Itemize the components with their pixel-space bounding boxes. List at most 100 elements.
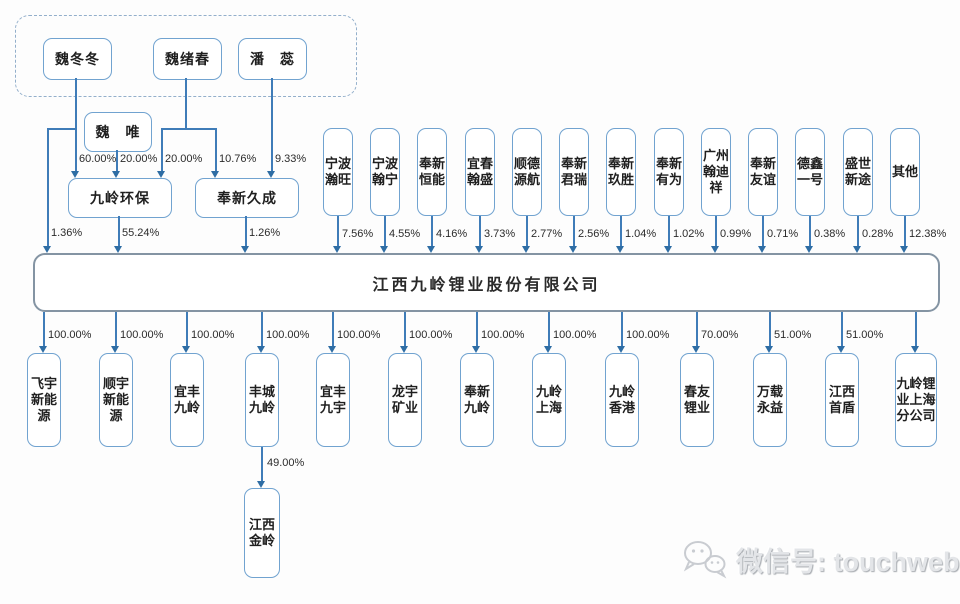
founder-name: 潘 蕊 <box>250 51 295 67</box>
arrowhead-icon <box>900 246 908 253</box>
arrowhead-icon <box>616 246 624 253</box>
watermark: 微信号: touchweb <box>680 538 960 580</box>
arrowhead-icon <box>711 246 719 253</box>
holding-company-box: 奉新久成 <box>195 178 299 218</box>
connector-line <box>548 312 550 346</box>
shareholder-name: 顺德源航 <box>513 156 540 187</box>
arrowhead-icon <box>182 346 190 353</box>
arrowhead-icon <box>114 246 122 253</box>
subsidiary-box: 九岭锂业上海分公司 <box>895 353 937 447</box>
subsidiary-name: 顺宇新能源 <box>102 376 129 423</box>
subsidiary-box: 春友锂业 <box>680 353 714 447</box>
subsidiary-name: 九岭上海 <box>535 384 562 415</box>
arrowhead-icon <box>39 346 47 353</box>
ownership-percent: 100.00% <box>626 329 670 341</box>
connector-line <box>384 216 386 246</box>
connector-line <box>526 216 528 246</box>
connector-line <box>162 128 216 130</box>
shareholder-box: 顺德源航 <box>512 128 542 216</box>
connector-line <box>43 312 45 346</box>
subsidiary-box: 飞宇新能源 <box>27 353 61 447</box>
holding-company-box: 九岭环保 <box>68 178 172 218</box>
shareholder-name: 宁波瀚旺 <box>324 156 351 187</box>
founder-box: 魏绪春 <box>153 38 222 80</box>
connector-line <box>261 312 263 346</box>
subsidiary-name: 飞宇新能源 <box>30 376 57 423</box>
subsidiary-name: 宜丰九宇 <box>319 384 346 415</box>
shareholder-box: 奉新君瑞 <box>559 128 589 216</box>
connector-line <box>904 216 906 246</box>
connector-line <box>769 312 771 346</box>
connector-line <box>332 312 334 346</box>
holding-company-name: 九岭环保 <box>90 190 150 206</box>
ownership-percent: 51.00% <box>846 329 884 341</box>
arrowhead-icon <box>257 481 265 488</box>
shareholder-name: 德鑫一号 <box>796 156 823 187</box>
connector-line <box>116 150 118 171</box>
subsidiary-name: 宜丰九岭 <box>173 384 200 415</box>
connector-line <box>915 312 917 346</box>
connector-line <box>573 216 575 246</box>
subsidiary-name: 龙宇矿业 <box>391 384 418 415</box>
arrowhead-icon <box>241 246 249 253</box>
arrowhead-icon <box>837 346 845 353</box>
arrowhead-icon <box>257 346 265 353</box>
ownership-percent: 12.38% <box>909 228 947 240</box>
connector-line <box>186 312 188 346</box>
arrowhead-icon <box>544 346 552 353</box>
shareholder-box: 宜春翰盛 <box>465 128 495 216</box>
watermark-text: 微信号: touchweb <box>736 546 960 577</box>
connector-line <box>404 312 406 346</box>
connector-line <box>47 128 49 246</box>
holding-company-name: 奉新久成 <box>217 190 277 206</box>
ownership-percent: 100.00% <box>48 329 92 341</box>
arrowhead-icon <box>664 246 672 253</box>
arrowhead-icon <box>758 246 766 253</box>
shareholder-box: 盛世新途 <box>843 128 873 216</box>
ownership-percent: 51.00% <box>774 329 812 341</box>
subsidiary-name: 万载永益 <box>756 384 783 415</box>
ownership-percent: 20.00% <box>165 153 203 165</box>
arrowhead-icon <box>692 346 700 353</box>
connector-line <box>431 216 433 246</box>
connector-line <box>715 216 717 246</box>
ownership-percent: 49.00% <box>267 457 305 469</box>
grandchild-company-box: 江西金岭 <box>244 488 280 578</box>
shareholder-box: 奉新有为 <box>654 128 684 216</box>
subsidiary-box: 奉新九岭 <box>460 353 494 447</box>
ownership-percent: 100.00% <box>481 329 525 341</box>
ownership-percent: 60.00% <box>79 153 117 165</box>
shareholder-name: 奉新恒能 <box>418 156 445 187</box>
ownership-percent: 100.00% <box>553 329 597 341</box>
ownership-percent: 4.16% <box>436 228 468 240</box>
subsidiary-box: 万载永益 <box>753 353 787 447</box>
ownership-percent: 0.38% <box>814 228 846 240</box>
connector-line <box>48 128 76 130</box>
founder-box: 潘 蕊 <box>238 38 307 80</box>
parent-company-box: 江西九岭锂业股份有限公司 <box>33 253 940 312</box>
ownership-percent: 0.71% <box>767 228 799 240</box>
shareholder-box: 广州翰迪祥 <box>701 128 731 216</box>
subsidiary-box: 顺宇新能源 <box>99 353 133 447</box>
founder-box: 魏冬冬 <box>43 38 112 80</box>
connector-line <box>161 128 163 171</box>
shareholder-box: 奉新玖胜 <box>606 128 636 216</box>
ownership-percent: 0.99% <box>720 228 752 240</box>
ownership-percent: 3.73% <box>484 228 516 240</box>
shareholder-name: 宜春翰盛 <box>466 156 493 187</box>
ownership-percent: 2.77% <box>531 228 563 240</box>
arrowhead-icon <box>569 246 577 253</box>
shareholder-name: 广州翰迪祥 <box>702 148 729 195</box>
arrowhead-icon <box>43 246 51 253</box>
connector-line <box>245 216 247 246</box>
subsidiary-name: 江西首盾 <box>828 384 855 415</box>
parent-company-name: 江西九岭锂业股份有限公司 <box>372 276 601 294</box>
shareholder-name: 盛世新途 <box>844 156 871 187</box>
connector-line <box>115 312 117 346</box>
subsidiary-box: 龙宇矿业 <box>388 353 422 447</box>
arrowhead-icon <box>617 346 625 353</box>
ownership-percent: 4.55% <box>389 228 421 240</box>
shareholder-box: 奉新恒能 <box>417 128 447 216</box>
ownership-percent: 100.00% <box>120 329 164 341</box>
